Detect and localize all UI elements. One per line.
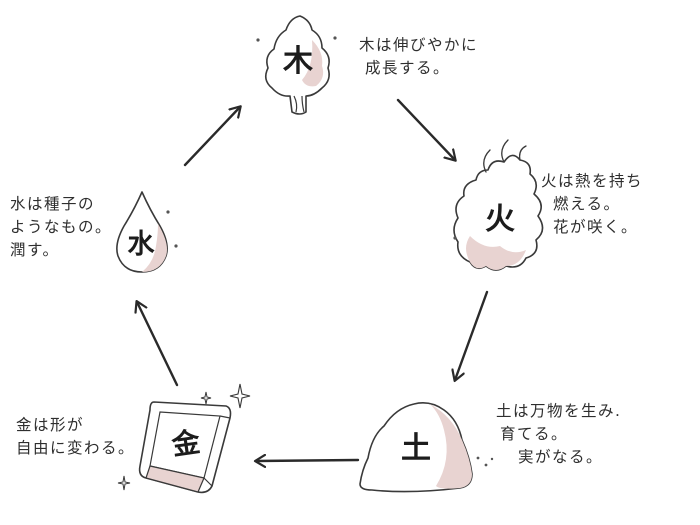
water-kanji: 水 [128, 229, 156, 260]
fire-flame-icon: 火 [453, 139, 544, 271]
earth-kanji: 土 [401, 431, 431, 466]
fire-caption-line-2: 燃える。 [553, 195, 621, 213]
arrow-wood-to-fire [396, 98, 455, 160]
wood-caption-line-2: 成長する。 [365, 59, 451, 77]
arrow-metal-to-water [137, 302, 179, 387]
water-droplet-icon: 水 [116, 191, 178, 273]
metal-caption-line-2: 自由に変わる。 [16, 439, 136, 457]
metal-caption-line-1: 金は形が [16, 416, 85, 434]
cycle-arrows [137, 98, 489, 461]
fire-caption-line-1: 火は熱を持ち [541, 172, 644, 190]
wood-caption-line-1: 木は伸びやかに [359, 36, 479, 54]
fire-caption-line-3: 花が咲く。 [553, 218, 639, 236]
water-caption-line-1: 水は種子の [10, 195, 96, 213]
arrow-earth-to-metal [256, 460, 360, 461]
water-caption: 水は種子の ようなもの。 潤す。 [10, 193, 112, 262]
earth-caption-line-2: 育てる。 [500, 425, 569, 443]
wood-kanji: 木 [282, 44, 313, 79]
metal-ingot-icon: 金 [117, 383, 251, 494]
water-caption-line-2: ようなもの。 [10, 218, 113, 236]
earth-mound-icon: 土 [359, 402, 494, 493]
wood-tree-icon: 木 [256, 15, 337, 115]
water-caption-line-3: 潤す。 [10, 241, 60, 259]
wood-caption: 木は伸びやかに 成長する。 [359, 34, 478, 80]
metal-kanji: 金 [169, 425, 203, 462]
metal-caption: 金は形が 自由に変わる。 [16, 414, 135, 460]
arrow-fire-to-earth [455, 290, 489, 380]
sparkle-icon [229, 383, 251, 409]
earth-caption-line-3: 実がなる。 [518, 448, 604, 466]
earth-caption-line-1: 土は万物を生み. [496, 402, 622, 420]
fire-kanji: 火 [485, 202, 515, 237]
earth-caption: 土は万物を生み. 育てる。 実がなる。 [496, 400, 621, 469]
arrow-water-to-wood [183, 107, 240, 167]
fire-caption: 火は熱を持ち 燃える。 花が咲く。 [541, 170, 643, 239]
